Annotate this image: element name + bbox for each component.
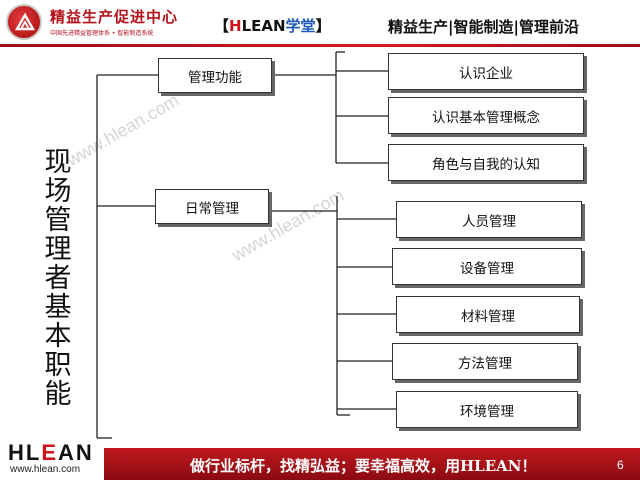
tag-lean-text: LEAN: [241, 17, 286, 35]
diagram-title: 现场管理者基本职能: [44, 147, 72, 410]
category-label: 日常管理: [185, 200, 239, 217]
footer-bar: [104, 448, 640, 480]
leaf-label: 认识企业: [459, 65, 513, 82]
footer-motto: 做行业标杆，找精弘益；要幸福高效，用HLEAN！: [190, 457, 537, 475]
hlean-school-tag: 【HLEAN学堂】: [214, 15, 331, 36]
page-number: 6: [617, 458, 624, 472]
leaf-box-basic-management-concepts: 认识基本管理概念: [388, 97, 584, 134]
leaf-label: 材料管理: [461, 308, 515, 325]
leaf-label: 角色与自我的认知: [432, 156, 540, 173]
leaf-box-method-management: 方法管理: [392, 343, 578, 380]
leaf-label: 设备管理: [460, 260, 514, 277]
tag-school-text: 学堂: [285, 17, 316, 35]
leaf-box-know-enterprise: 认识企业: [388, 53, 584, 90]
leaf-box-material-management: 材料管理: [396, 296, 580, 333]
header-divider: [0, 44, 640, 47]
leaf-box-personnel-management: 人员管理: [396, 201, 582, 238]
footer-logo-hl: HL: [8, 440, 42, 465]
header: 精益生产促进中心 中国先进精益管理体系 • 智能制造系统 【HLEAN学堂】 精…: [0, 0, 640, 47]
leaf-box-environment-management: 环境管理: [396, 391, 578, 428]
tag-open-bracket: 【: [214, 17, 230, 35]
category-label: 管理功能: [188, 69, 242, 86]
footer-url: www.hlean.com: [10, 464, 81, 475]
leaf-label: 人员管理: [462, 213, 516, 230]
brand-subtitle: 中国先进精益管理体系 • 智能制造系统: [50, 30, 154, 37]
category-box-daily-management: 日常管理: [155, 189, 269, 224]
leaf-label: 环境管理: [460, 403, 514, 420]
brand-logo-icon: [6, 4, 42, 40]
header-slogan: 精益生产|智能制造|管理前沿: [388, 18, 579, 36]
leaf-box-role-self-awareness: 角色与自我的认知: [388, 144, 584, 181]
tag-close-bracket: 】: [315, 17, 331, 35]
leaf-label: 认识基本管理概念: [432, 109, 540, 126]
footer-logo-e: E: [41, 440, 59, 465]
footer-logo: HLEAN: [8, 440, 94, 466]
footer-logo-an: AN: [58, 440, 94, 465]
leaf-box-equipment-management: 设备管理: [392, 248, 582, 285]
tag-h-letter: H: [229, 17, 242, 35]
leaf-label: 方法管理: [458, 355, 512, 372]
category-box-management-function: 管理功能: [158, 58, 272, 93]
brand-title: 精益生产促进中心: [50, 8, 179, 26]
